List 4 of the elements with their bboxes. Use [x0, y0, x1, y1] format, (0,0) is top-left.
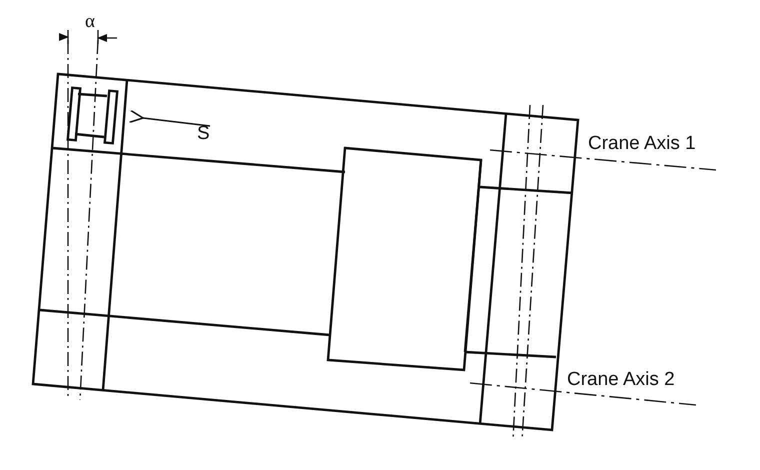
axis-label: Crane Axis 1	[588, 134, 696, 153]
force-label: S	[197, 124, 210, 143]
dimension-label: α	[85, 12, 95, 31]
axis-label: Crane Axis 2	[567, 370, 675, 389]
